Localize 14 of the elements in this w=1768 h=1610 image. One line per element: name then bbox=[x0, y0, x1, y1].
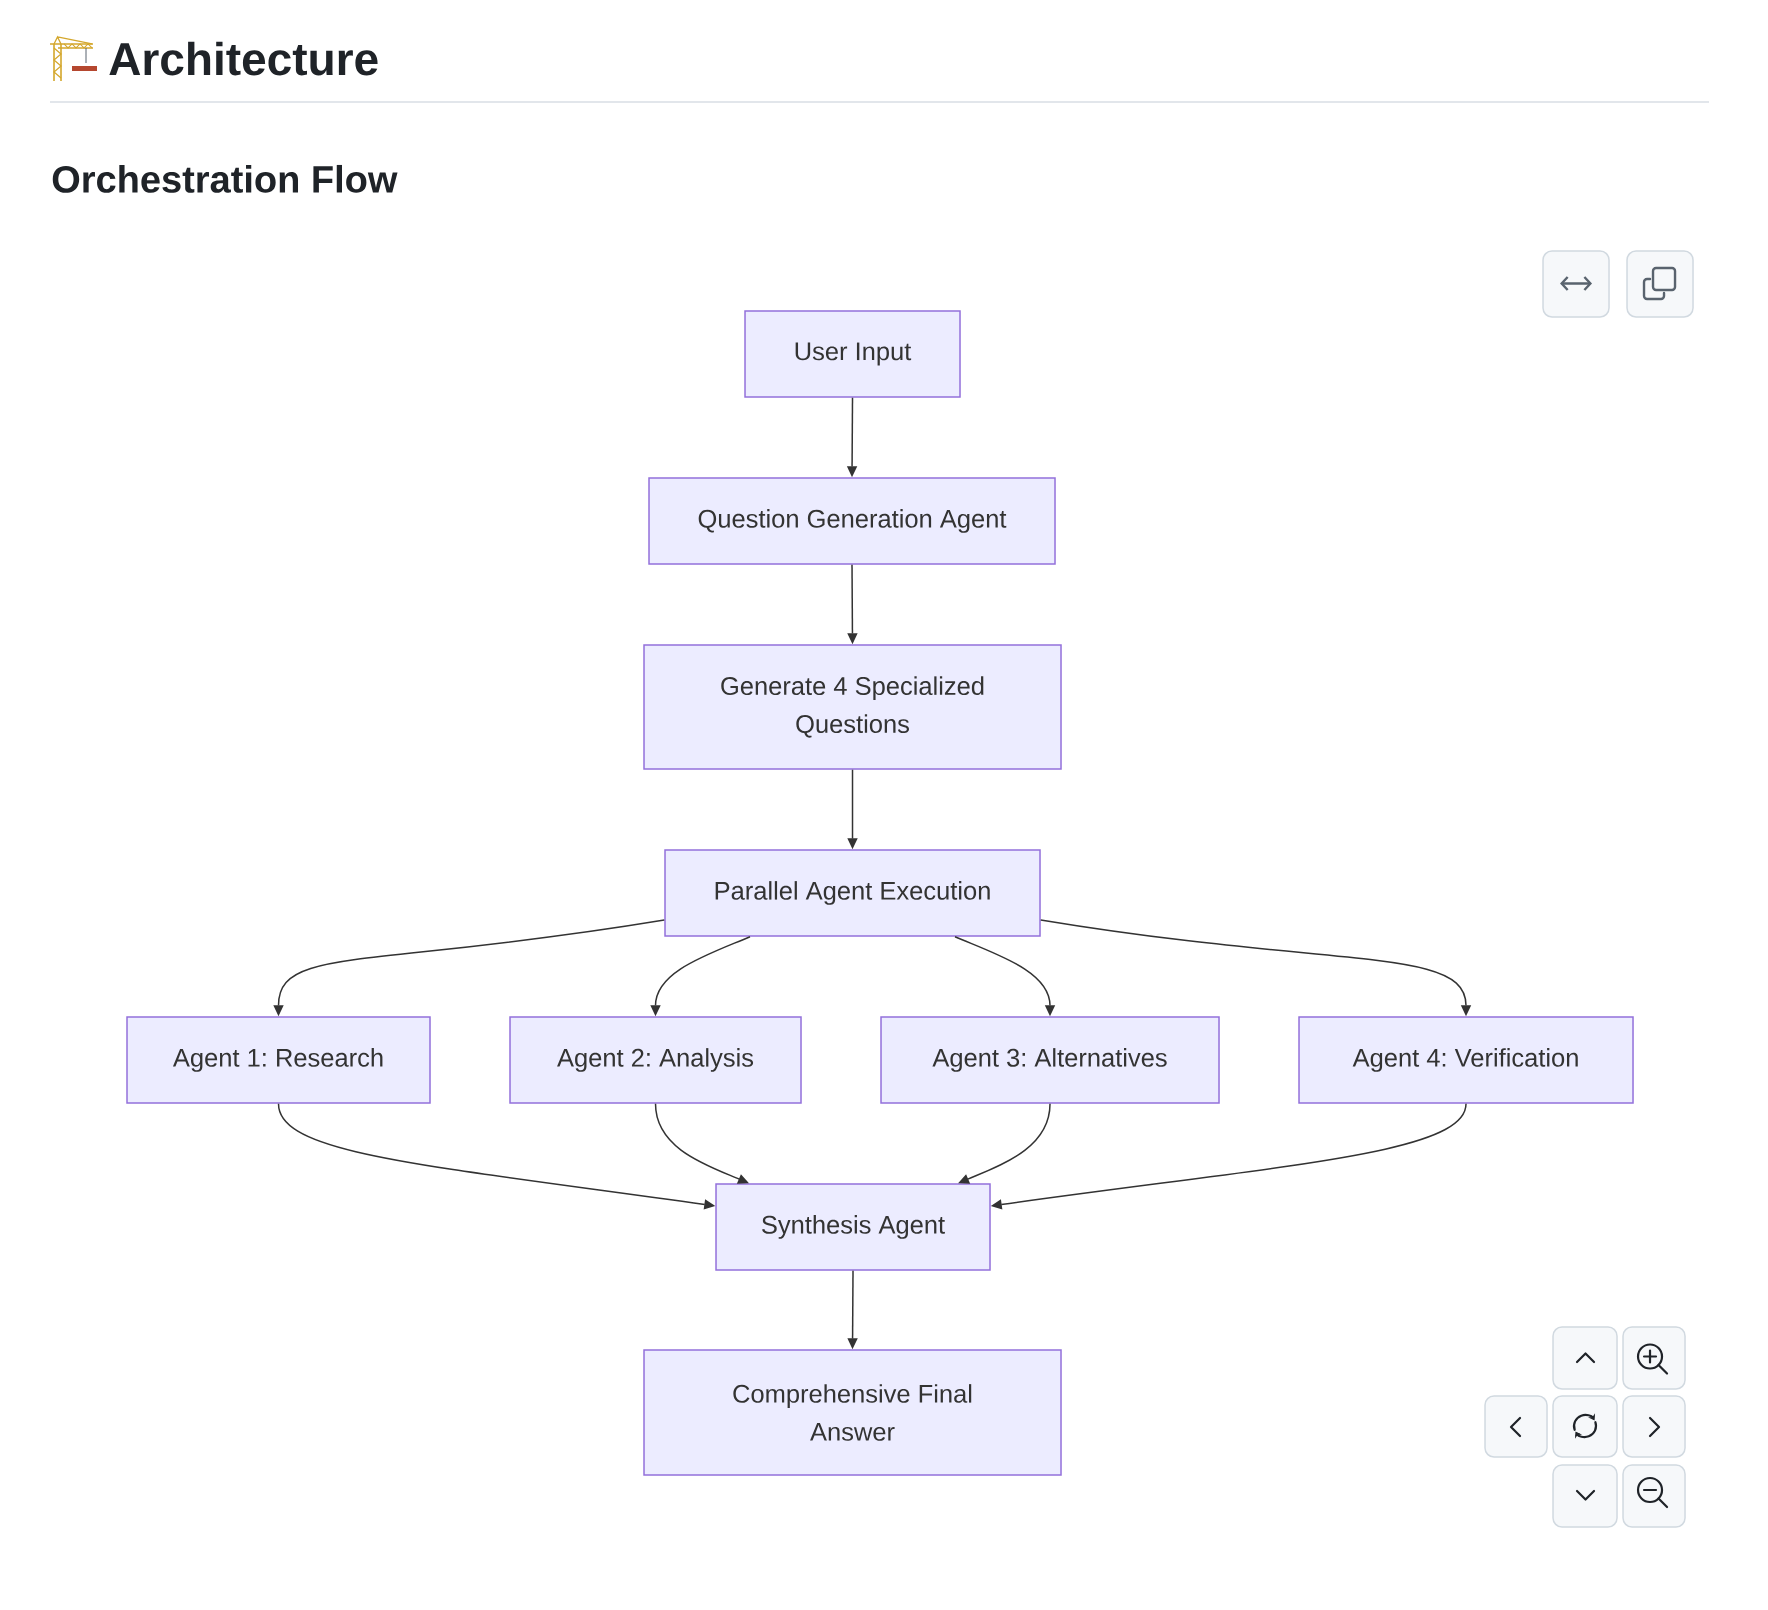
process-box: Agent 3: Alternatives bbox=[880, 1016, 1220, 1104]
process-box: User Input bbox=[744, 310, 961, 398]
arrow bbox=[958, 1103, 1051, 1184]
process-box: Comprehensive Final Answer bbox=[643, 1349, 1062, 1476]
process-box: Agent 2: Analysis bbox=[509, 1016, 802, 1104]
process-box: Agent 1: Research bbox=[126, 1016, 431, 1104]
process-box: Synthesis Agent bbox=[715, 1183, 991, 1271]
process-box: Question Generation Agent bbox=[648, 477, 1056, 565]
process-box: Generate 4 Specialized Questions bbox=[643, 644, 1062, 770]
process-box: Parallel Agent Execution bbox=[664, 849, 1041, 937]
page-title: Architecture bbox=[109, 41, 378, 76]
section-heading: Orchestration Flow bbox=[52, 164, 398, 193]
arrow bbox=[654, 1103, 749, 1184]
process-box: Agent 4: Verification bbox=[1298, 1016, 1634, 1104]
